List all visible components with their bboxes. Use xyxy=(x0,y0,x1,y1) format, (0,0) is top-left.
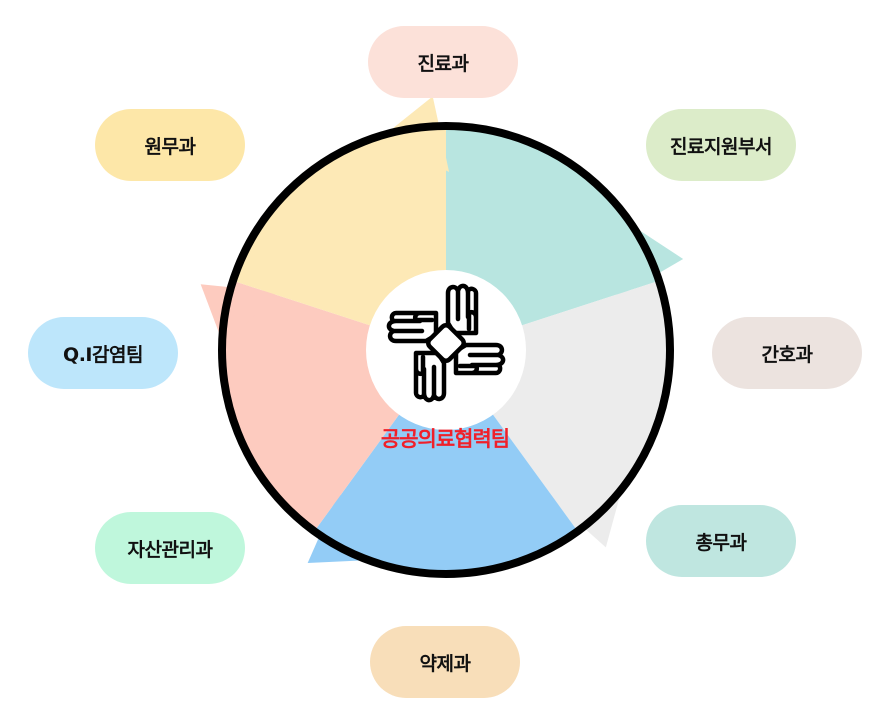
dept-clinical[interactable]: 진료과 xyxy=(368,26,518,98)
center-title: 공공의료협력팀 xyxy=(380,427,510,451)
dept-nursing[interactable]: 간호과 xyxy=(712,317,862,389)
dept-admin[interactable]: 원무과 xyxy=(95,109,245,181)
dept-general-affairs[interactable]: 총무과 xyxy=(646,505,796,577)
segment-blue xyxy=(314,350,578,574)
segment-blue-arrow xyxy=(307,492,374,564)
four-hands-teamwork-icon xyxy=(386,283,506,403)
dept-clinical-support[interactable]: 진료지원부서 xyxy=(646,109,796,181)
dept-label: 자산관리과 xyxy=(127,538,213,561)
dept-label: 진료지원부서 xyxy=(670,135,772,158)
dept-asset-management[interactable]: 자산관리과 xyxy=(95,512,245,584)
dept-pharmacy[interactable]: 약제과 xyxy=(370,626,520,698)
dept-label: 약제과 xyxy=(419,652,471,675)
dept-label: 간호과 xyxy=(761,343,813,366)
dept-label: 원무과 xyxy=(144,135,196,158)
dept-qi-infection[interactable]: Q.I감염팀 xyxy=(28,317,178,389)
wheel-ring xyxy=(218,122,674,578)
dept-label: 진료과 xyxy=(417,52,469,75)
dept-label: Q.I감염팀 xyxy=(63,343,143,366)
dept-label: 총무과 xyxy=(695,531,747,554)
segment-yellow-arrow xyxy=(381,96,450,173)
segment-gray-arrow xyxy=(548,483,624,548)
